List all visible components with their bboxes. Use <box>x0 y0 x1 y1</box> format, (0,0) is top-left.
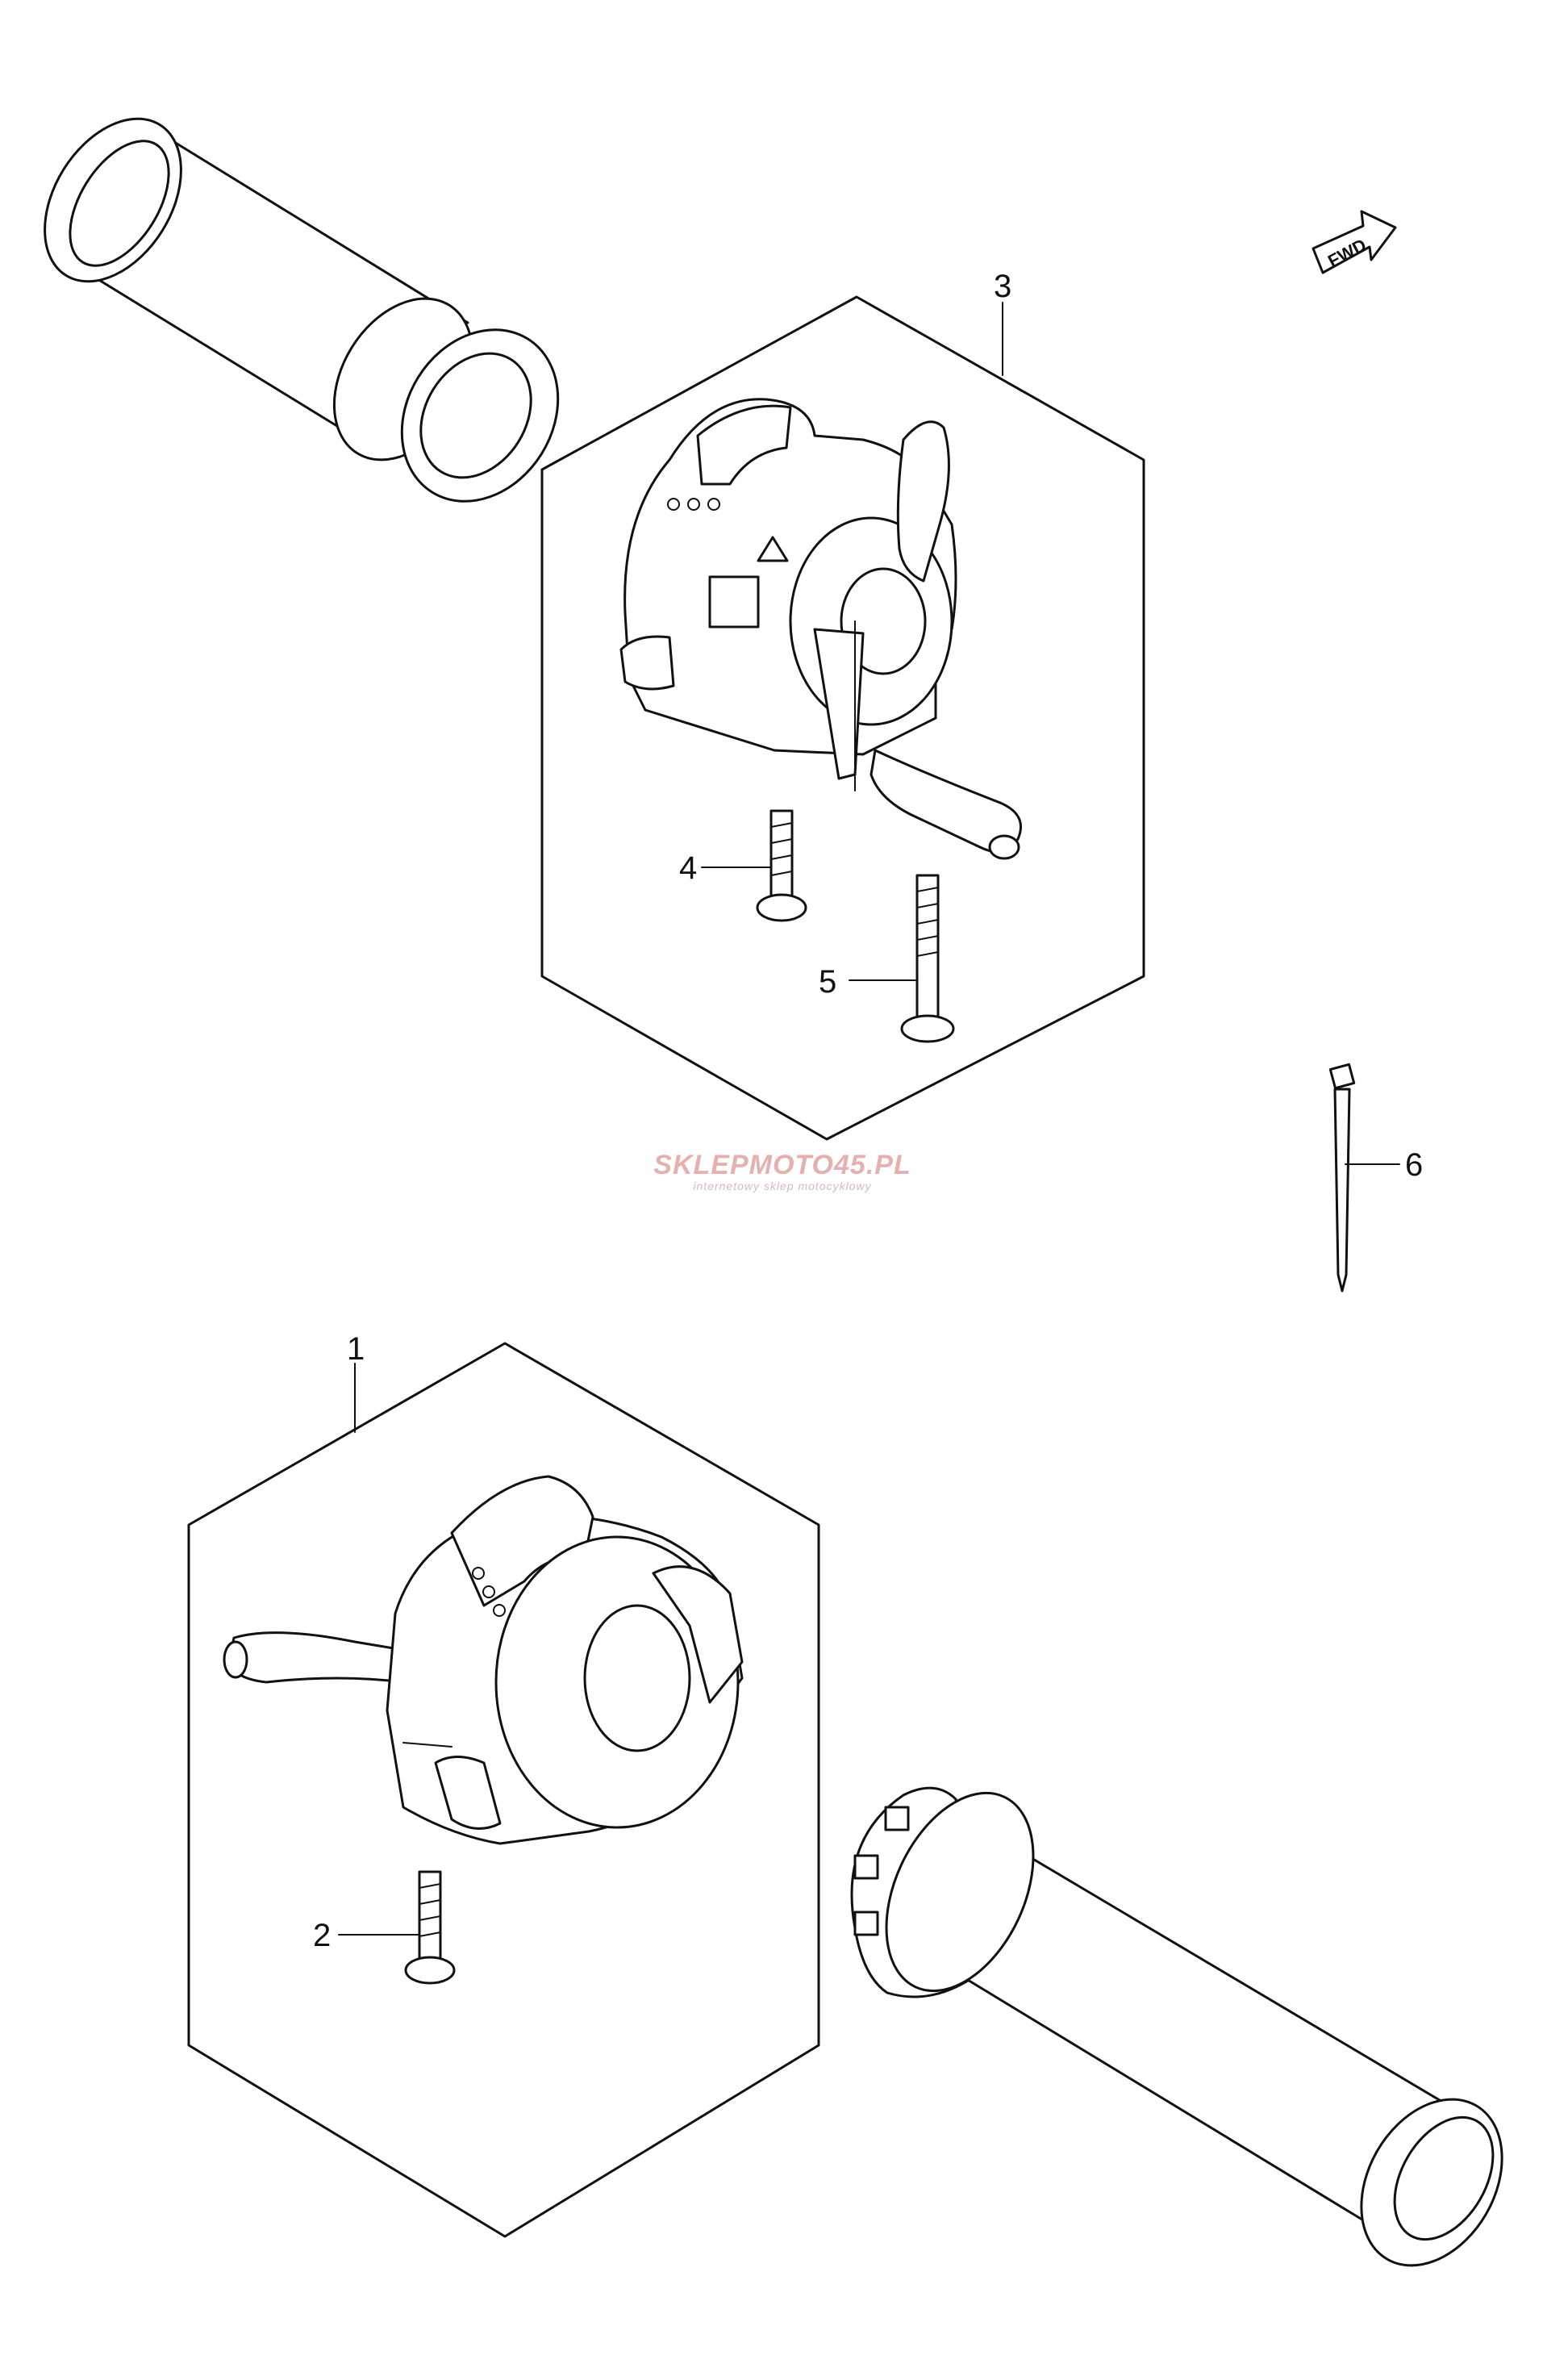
watermark-main: SKLEPMOTO45.PL <box>653 1150 911 1180</box>
screw-icon <box>849 874 955 1043</box>
callout-label-5: 5 <box>819 964 836 1000</box>
callout-label-4: 4 <box>679 850 697 886</box>
callout-label-1: 1 <box>347 1331 365 1367</box>
watermark-sub: internetowy sklep motocyklowy <box>693 1180 872 1192</box>
screw-icon <box>338 1870 456 1985</box>
assembly-outline-3 <box>540 295 1145 1141</box>
watermark: SKLEPMOTO45.PL internetowy sklep motocyk… <box>629 1150 936 1192</box>
screw-icon <box>701 809 807 922</box>
cable-tie-icon <box>1328 1063 1400 1292</box>
assembly-outline-1 <box>187 1342 820 2238</box>
callout-label-2: 2 <box>313 1918 331 1953</box>
fwd-arrow-icon: FWD <box>1312 210 1397 274</box>
handlebar-switch-icon <box>619 398 1022 860</box>
callout-label-3: 3 <box>994 269 1011 304</box>
callout-label-6: 6 <box>1405 1147 1423 1183</box>
left-handlebar-grip-icon <box>44 117 560 503</box>
right-handlebar-grip-icon <box>850 1786 1503 2267</box>
handlebar-switch-icon <box>223 1475 744 1845</box>
